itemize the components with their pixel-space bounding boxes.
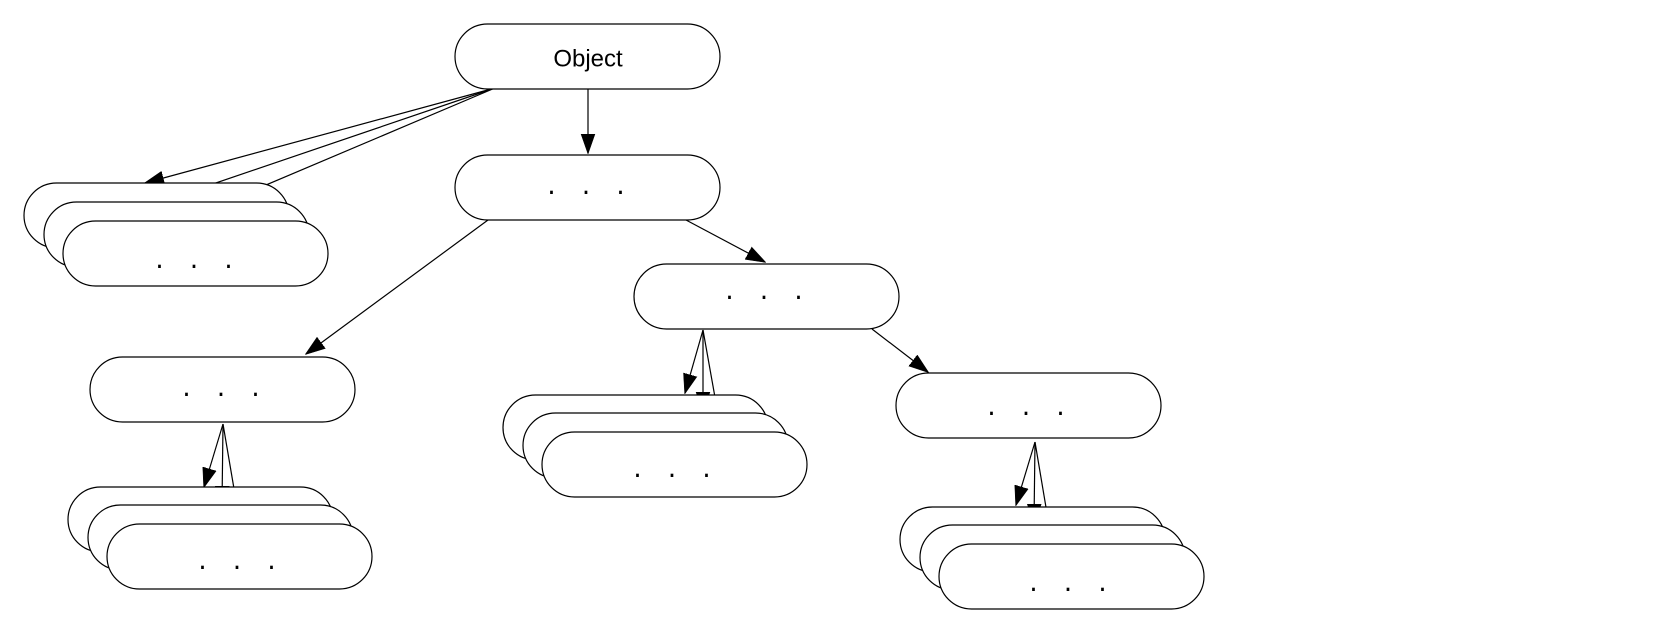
node-left-stack: . . .: [23, 182, 329, 287]
node-left-child-stack: . . .: [67, 486, 373, 590]
stack-pill-front: [62, 220, 329, 287]
node-left-child-label: . . .: [180, 377, 266, 402]
edge-mid-to-left-child: [306, 219, 489, 354]
edges: [145, 87, 1052, 543]
node-object: Object: [454, 23, 721, 90]
stack-pill-front: [106, 523, 373, 590]
edge-root-to-left-stack-1: [145, 87, 496, 183]
node-far-right-stack-label: . . .: [1027, 572, 1113, 597]
node-right-child-stack: . . .: [502, 394, 808, 498]
node-mid: . . .: [454, 154, 721, 221]
stack-pill-front: [938, 543, 1205, 610]
node-far-right-stack: . . .: [899, 506, 1205, 610]
node-right-child: . . .: [633, 263, 900, 330]
node-left-stack-label: . . .: [153, 249, 239, 274]
node-far-right-child: . . .: [895, 372, 1162, 439]
node-mid-label: . . .: [545, 175, 631, 200]
node-far-right-child-label: . . .: [985, 396, 1071, 421]
edge-far-right-to-stack-1: [1016, 441, 1036, 505]
edge-right-child-to-stack-1: [685, 329, 704, 393]
stack-pill-front: [541, 431, 808, 498]
edge-mid-to-right-child: [685, 219, 765, 262]
edge-right-child-to-far-right: [871, 328, 928, 372]
edge-left-child-to-stack-1: [204, 423, 224, 487]
node-object-label: Object: [553, 45, 623, 72]
node-right-child-label: . . .: [723, 280, 809, 305]
node-right-child-stack-label: . . .: [631, 458, 717, 483]
node-left-child: . . .: [89, 356, 356, 423]
node-left-child-stack-label: . . .: [196, 550, 282, 575]
